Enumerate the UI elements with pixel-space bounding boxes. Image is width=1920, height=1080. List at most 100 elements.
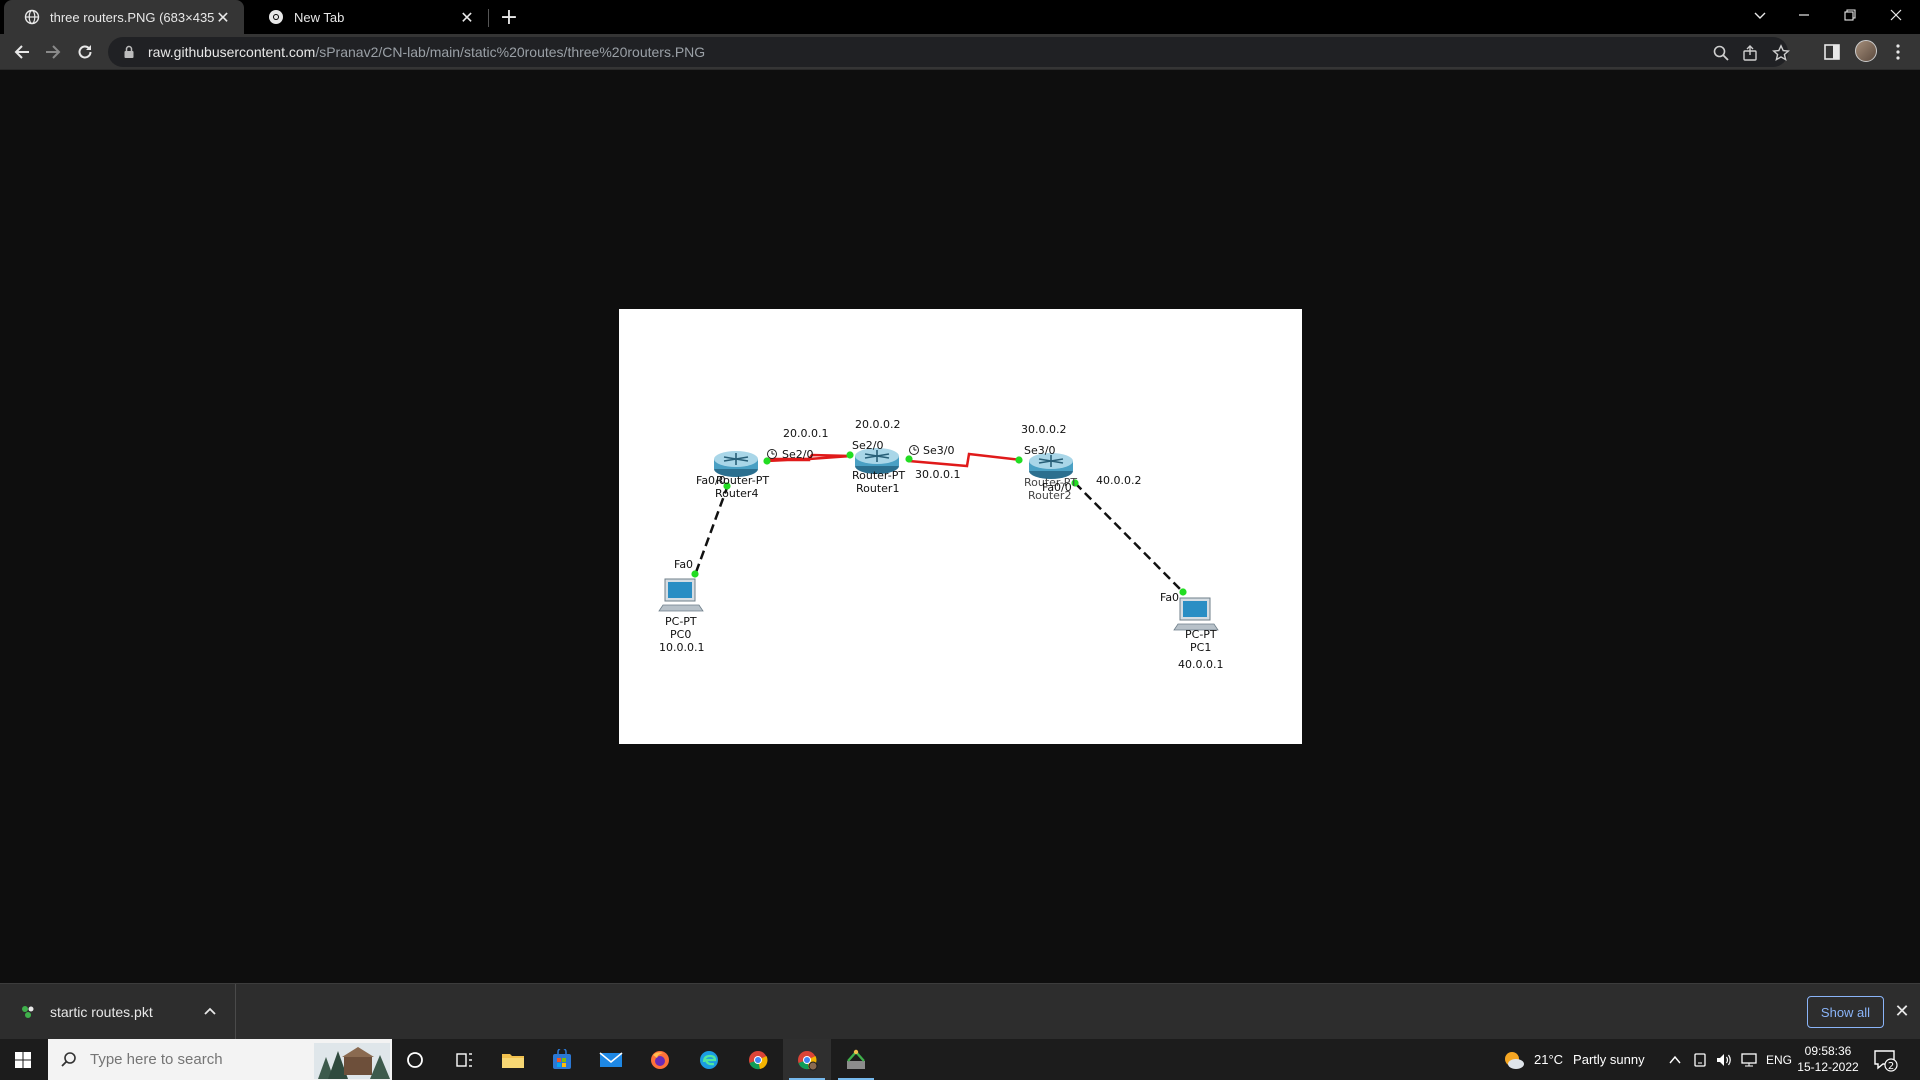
ethernet-link-r2-pc1 [1074,482,1185,594]
packet-tracer-file-icon [22,1006,34,1018]
lock-icon [124,45,134,58]
chrome-profile-button[interactable] [783,1039,831,1080]
pc1-type-label: PC-PT [1185,628,1217,641]
bookmark-star-icon[interactable] [1772,44,1790,62]
restore-button[interactable] [1830,0,1870,30]
chrome-button[interactable] [734,1039,782,1080]
zoom-icon[interactable] [1712,44,1730,62]
mail-button[interactable] [587,1039,635,1080]
packet-tracer-button[interactable] [832,1039,880,1080]
link-up-dot [1071,479,1079,487]
serial-link-r4-r1 [765,453,852,462]
mail-icon [599,1051,623,1067]
minimize-button[interactable] [1784,0,1824,30]
notification-center-icon[interactable]: 2 [1872,1047,1898,1073]
close-tab-icon[interactable]: ✕ [216,7,230,27]
new-tab-button[interactable]: + [499,4,519,30]
r4-name-label: Router4 [715,487,758,500]
pc0-type-label: PC-PT [665,615,697,628]
clock-date: 15-12-2022 [1797,1060,1859,1074]
network-diagram: 20.0.0.1 Se2/0 Router-PT Fa0/0 Router4 2… [658,418,1223,671]
download-item[interactable]: startic routes.pkt [0,984,236,1040]
search-input[interactable] [90,1051,310,1068]
weather-text: Partly sunny [1573,1052,1645,1067]
search-icon [61,1051,76,1067]
r2-name-label: Router2 [1028,489,1071,502]
tab-title: three routers.PNG (683×435) [50,9,214,25]
back-button[interactable] [9,39,35,65]
edge-button[interactable] [685,1039,733,1080]
pc0-fa-label: Fa0 [674,558,693,571]
pc1-ip-label: 40.0.0.1 [1178,658,1223,671]
pc1-name-label: PC1 [1190,641,1211,654]
taskbar-clock[interactable]: 09:58:36 15-12-2022 [1793,1043,1863,1075]
show-hidden-icons-button[interactable] [1668,1039,1682,1080]
forward-button[interactable] [40,39,66,65]
weather-widget[interactable]: 21°C Partly sunny [1502,1039,1645,1080]
profile-avatar[interactable] [1855,40,1877,62]
share-icon[interactable] [1742,44,1760,62]
network-icon [1741,1052,1757,1066]
reload-button[interactable] [72,39,98,65]
file-explorer-button[interactable] [489,1039,537,1080]
tab-three-routers[interactable]: three routers.PNG (683×435) ✕ [4,0,244,34]
volume-tray-button[interactable] [1715,1039,1733,1080]
task-view-icon [456,1052,472,1067]
search-highlight-icon [314,1043,390,1079]
battery-tray-button[interactable] [1692,1039,1708,1080]
router2-icon [1029,453,1073,479]
show-all-button[interactable]: Show all [1807,996,1884,1028]
microsoft-store-button[interactable] [538,1039,586,1080]
r2-ip3-label: 30.0.0.2 [1021,423,1066,436]
address-bar[interactable]: raw.githubusercontent.com/sPranav2/CN-la… [108,37,1790,67]
pc0-name-label: PC0 [670,628,691,641]
r4-ip-label: 20.0.0.1 [783,427,828,440]
link-up-dot [846,451,854,459]
r4-fa-label: Fa0/0 [696,474,726,487]
tab-search-icon[interactable] [1740,0,1780,30]
windows-logo-icon [15,1051,31,1068]
page-content: 20.0.0.1 Se2/0 Router-PT Fa0/0 Router4 2… [0,71,1920,983]
pc0-ip-label: 10.0.0.1 [659,641,704,654]
firefox-icon [651,1050,669,1069]
link-up-dot [905,455,913,463]
link-up-dot [723,482,731,490]
serial-link-r1-r2 [908,452,1022,468]
cortana-button[interactable] [391,1039,439,1080]
r2-ip4-label: 40.0.0.2 [1096,474,1141,487]
download-file-name: startic routes.pkt [50,1004,153,1020]
close-window-button[interactable] [1876,0,1916,30]
clock-icon [767,449,777,459]
start-button[interactable] [0,1039,46,1080]
store-icon [553,1048,571,1069]
network-tray-button[interactable] [1740,1039,1758,1080]
more-menu-icon[interactable] [1888,42,1908,62]
partly-sunny-icon [1505,1051,1524,1069]
firefox-button[interactable] [636,1039,684,1080]
windows-taskbar: 21°C Partly sunny ENG 09:58:36 15-12-202… [0,1039,1920,1080]
language-indicator[interactable]: ENG [1766,1039,1792,1080]
globe-icon [24,9,40,25]
chevron-up-icon[interactable] [201,1003,219,1021]
clock-time: 09:58:36 [1804,1044,1852,1058]
pc0-icon [658,578,704,612]
tab-separator [488,9,489,27]
link-up-dot [1179,588,1187,596]
r2-type-label: Router-PT [1024,476,1077,489]
close-download-bar-icon[interactable]: ✕ [1894,1000,1910,1022]
network-topology-image: 20.0.0.1 Se2/0 Router-PT Fa0/0 Router4 2… [619,309,1302,744]
task-view-button[interactable] [440,1039,488,1080]
weather-temp: 21°C [1534,1052,1564,1067]
taskbar-search[interactable] [48,1039,392,1080]
edge-icon [700,1050,718,1069]
close-tab-icon[interactable]: ✕ [460,7,474,27]
speaker-icon [1717,1053,1731,1066]
tab-new-tab[interactable]: New Tab ✕ [248,0,488,34]
chevron-up-icon [1669,1055,1681,1063]
r4-se-label: Se2/0 [782,448,813,461]
clock-icon [909,445,919,455]
download-bar: startic routes.pkt Show all ✕ [0,983,1920,1040]
side-panel-icon[interactable] [1822,42,1842,62]
chrome-icon [749,1050,768,1069]
r2-fa-label: Fa0/0 [1042,481,1072,494]
